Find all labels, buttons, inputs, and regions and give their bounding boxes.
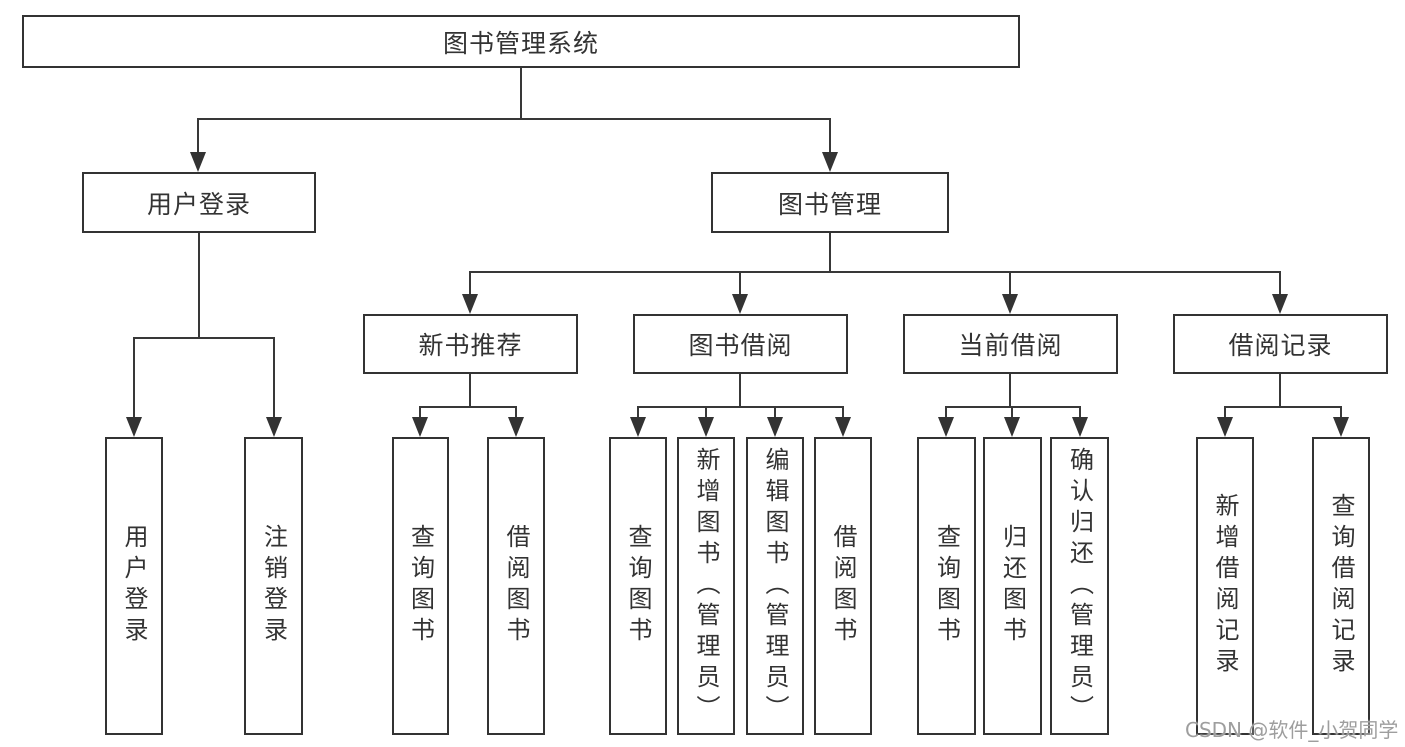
connector-line — [637, 406, 844, 408]
connector-line — [1224, 406, 1342, 408]
node-label: 图书借阅 — [688, 331, 793, 360]
arrow-head — [462, 294, 478, 314]
connector-line — [945, 406, 1081, 408]
arrow-head — [266, 417, 282, 437]
connector-line — [133, 337, 275, 339]
connector-line — [774, 406, 776, 421]
connector-line — [842, 406, 844, 421]
connector-line — [515, 406, 517, 421]
connector-line — [637, 406, 639, 421]
node-book-borrow: 图书借阅 — [633, 314, 848, 374]
arrow-head — [630, 417, 646, 437]
node-library-system: 图书管理系统 — [22, 15, 1020, 68]
leaf-add-book-admin: 新增图书（管理员） — [677, 437, 735, 735]
node-label: 图书管理系统 — [442, 28, 599, 58]
node-current-borrow: 当前借阅 — [903, 314, 1118, 374]
leaf-query-books-recommend: 查询图书 — [392, 437, 449, 735]
node-label: 借阅图书 — [829, 524, 857, 648]
arrow-head — [126, 417, 142, 437]
connector-line — [273, 337, 275, 421]
node-label: 新增借阅记录 — [1211, 493, 1239, 679]
connector-line — [419, 406, 421, 421]
connector-line — [829, 233, 831, 273]
node-borrow-records: 借阅记录 — [1173, 314, 1388, 374]
connector-line — [419, 406, 517, 408]
connector-line — [739, 374, 741, 408]
arrow-head — [1333, 417, 1349, 437]
node-label: 新增图书（管理员） — [692, 446, 720, 726]
leaf-logout-login: 注销登录 — [244, 437, 303, 735]
connector-line — [469, 271, 471, 298]
connector-line — [1009, 271, 1011, 298]
leaf-add-borrow-record: 新增借阅记录 — [1196, 437, 1254, 735]
arrow-head — [1072, 417, 1088, 437]
node-label: 归还图书 — [998, 524, 1027, 648]
node-label: 借阅记录 — [1228, 331, 1333, 360]
arrow-head — [190, 152, 206, 172]
leaf-borrow-books: 借阅图书 — [814, 437, 872, 735]
node-label: 查询借阅记录 — [1327, 493, 1355, 679]
arrow-head — [1272, 294, 1288, 314]
arrow-head — [1217, 417, 1233, 437]
node-label: 编辑图书（管理员） — [761, 446, 789, 726]
arrow-head — [732, 294, 748, 314]
connector-line — [520, 68, 522, 120]
leaf-user-login: 用户登录 — [105, 437, 163, 735]
csdn-watermark: CSDN @软件_小贺同学 — [1185, 718, 1399, 742]
leaf-query-books-borrow: 查询图书 — [609, 437, 667, 735]
node-label: 借阅图书 — [502, 524, 530, 648]
arrow-head — [767, 417, 783, 437]
connector-line — [1340, 406, 1342, 421]
connector-line — [1011, 406, 1013, 421]
node-book-management: 图书管理 — [711, 172, 949, 233]
node-label: 注销登录 — [259, 524, 288, 648]
arrow-head — [835, 417, 851, 437]
node-label: 图书管理 — [777, 189, 882, 219]
connector-line — [198, 233, 200, 339]
node-new-book-recommend: 新书推荐 — [363, 314, 578, 374]
leaf-query-books-current: 查询图书 — [917, 437, 976, 735]
connector-line — [1279, 374, 1281, 408]
node-label: 用户登录 — [120, 524, 148, 648]
connector-line — [133, 337, 135, 421]
leaf-query-borrow-record: 查询借阅记录 — [1312, 437, 1370, 735]
connector-line — [1079, 406, 1081, 421]
leaf-borrow-books-recommend: 借阅图书 — [487, 437, 545, 735]
connector-line — [197, 118, 199, 156]
node-label: 新书推荐 — [418, 331, 523, 360]
arrow-head — [822, 152, 838, 172]
connector-line — [1224, 406, 1226, 421]
leaf-confirm-return-admin: 确认归还（管理员） — [1050, 437, 1109, 735]
leaf-return-book: 归还图书 — [983, 437, 1042, 735]
arrow-head — [698, 417, 714, 437]
node-label: 查询图书 — [406, 524, 435, 648]
connector-line — [945, 406, 947, 421]
node-label: 查询图书 — [624, 524, 652, 648]
node-label: 当前借阅 — [958, 331, 1063, 360]
arrow-head — [938, 417, 954, 437]
connector-line — [829, 118, 831, 156]
arrow-head — [508, 417, 524, 437]
arrow-head — [1002, 294, 1018, 314]
connector-line — [197, 118, 831, 120]
connector-line — [469, 271, 1281, 273]
arrow-head — [1004, 417, 1020, 437]
leaf-edit-book-admin: 编辑图书（管理员） — [746, 437, 804, 735]
connector-line — [739, 271, 741, 298]
connector-line — [1009, 374, 1011, 408]
connector-line — [1279, 271, 1281, 298]
node-user-login: 用户登录 — [82, 172, 316, 233]
node-label: 查询图书 — [932, 524, 961, 648]
connector-line — [469, 374, 471, 408]
connector-line — [705, 406, 707, 421]
arrow-head — [412, 417, 428, 437]
node-label: 确认归还（管理员） — [1065, 446, 1094, 726]
node-label: 用户登录 — [146, 189, 251, 219]
